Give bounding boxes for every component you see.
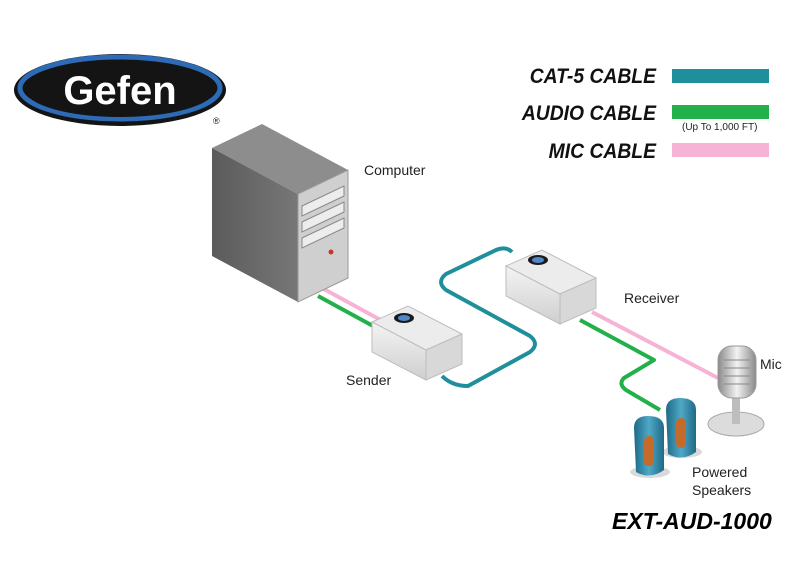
powered-speakers (630, 398, 702, 478)
legend-audio-note: (Up To 1,000 FT) (682, 122, 758, 133)
mic-label: Mic (760, 356, 782, 372)
legend-label-audio: AUDIO CABLE (521, 102, 656, 125)
legend-label-cat5: CAT-5 CABLE (529, 65, 656, 88)
audio-cable-receiver-speakers (579, 318, 662, 412)
microphone (707, 345, 765, 437)
mic-cable-receiver-mic (591, 310, 719, 380)
speakers-label-line2: Speakers (692, 482, 752, 498)
registered-mark: ® (213, 116, 220, 126)
sender-box (370, 305, 464, 381)
legend-label-mic: MIC CABLE (548, 140, 656, 163)
mic-cable-computer-sender (321, 286, 389, 326)
model-number: EXT-AUD-1000 (612, 508, 772, 534)
legend-swatch-mic (672, 143, 769, 157)
receiver-box (504, 249, 598, 325)
logo-wordmark: Gefen (63, 69, 176, 113)
computer-label: Computer (364, 162, 426, 178)
speakers-label-line1: Powered (692, 464, 748, 480)
cat5-cable (439, 246, 537, 388)
sender-label: Sender (346, 372, 392, 388)
legend-swatch-cat5 (672, 69, 769, 83)
receiver-label: Receiver (624, 290, 680, 306)
computer-tower (212, 124, 349, 303)
legend-swatch-audio (672, 105, 769, 119)
gefen-logo: Gefen ® (14, 54, 226, 126)
